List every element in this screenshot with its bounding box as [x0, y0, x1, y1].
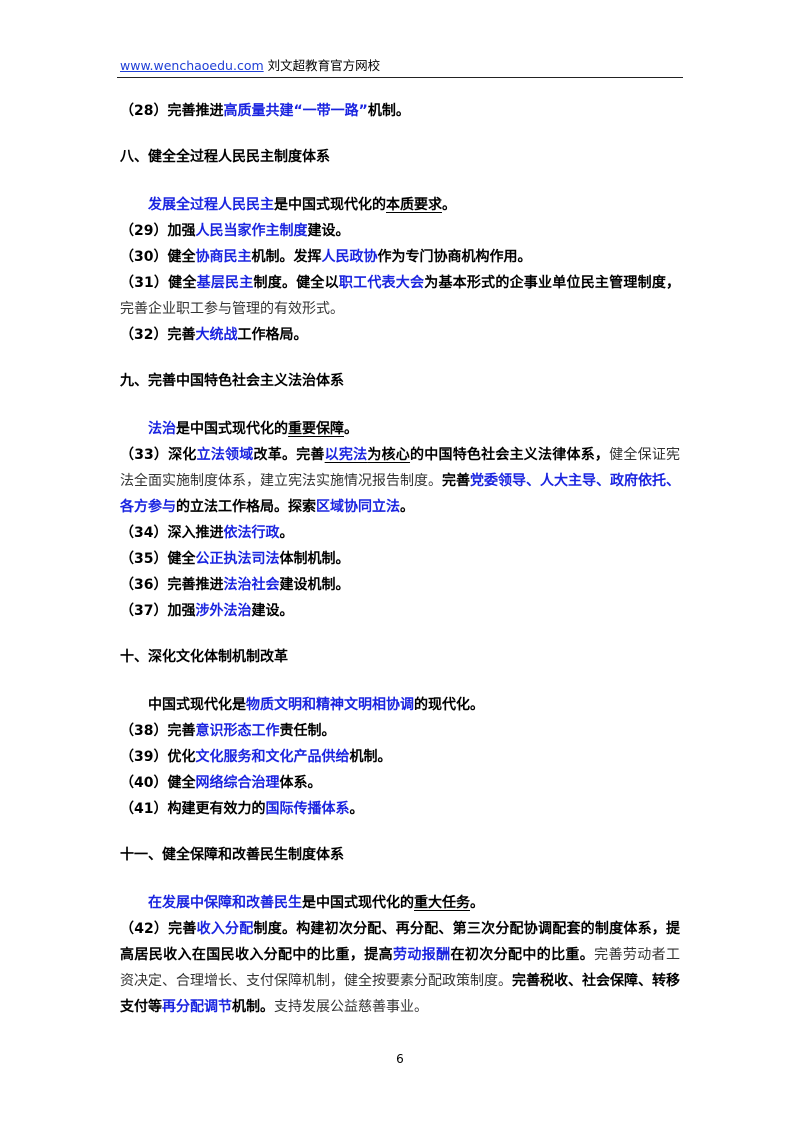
section-9-heading: 九、完善中国特色社会主义法治体系 [120, 373, 344, 389]
item-32: （32）完善大统战工作格局。 [120, 327, 308, 343]
item-39: （39）优化文化服务和文化产品供给机制。 [120, 749, 392, 765]
item-34: （34）深入推进依法行政。 [120, 525, 294, 541]
page-header: www.wenchaoedu.com 刘文超教育官方网校 [120, 57, 380, 75]
item-37: （37）加强涉外法治建设。 [120, 603, 294, 619]
site-link[interactable]: www.wenchaoedu.com [120, 58, 264, 73]
page-number: 6 [396, 1052, 404, 1066]
section-11-intro: 在发展中保障和改善民生是中国式现代化的重大任务。 [148, 895, 484, 911]
item-28: （28）完善推进高质量共建“一带一路”机制。 [120, 103, 410, 119]
item-31-line-1: （31）健全基层民主制度。健全以职工代表大会为基本形式的企事业单位民主管理制度， [120, 275, 681, 291]
section-8-intro: 发展全过程人民民主是中国式现代化的本质要求。 [148, 197, 456, 213]
item-31-line-2: 完善企业职工参与管理的有效形式。 [120, 301, 344, 317]
section-10-heading: 十、深化文化体制机制改革 [120, 649, 288, 665]
item-36: （36）完善推进法治社会建设机制。 [120, 577, 350, 593]
item-42-line-2: 高居民收入在国民收入分配中的比重，提高劳动报酬在初次分配中的比重。完善劳动者工 [120, 947, 681, 963]
item-41: （41）构建更有效力的国际传播体系。 [120, 801, 364, 817]
item-33-line-3: 各方参与的立法工作格局。探索区域协同立法。 [120, 499, 414, 515]
section-9-intro: 法治是中国式现代化的重要保障。 [148, 421, 358, 437]
document-body: （28）完善推进高质量共建“一带一路”机制。 八、健全全过程人民民主制度体系 发… [120, 98, 680, 1020]
item-42-line-4: 支付等再分配调节机制。支持发展公益慈善事业。 [120, 999, 428, 1015]
item-33-line-2: 法全面实施制度体系，建立宪法实施情况报告制度。完善党委领导、人大主导、政府依托、 [120, 473, 680, 489]
item-40: （40）健全网络综合治理体系。 [120, 775, 322, 791]
item-42-line-1: （42）完善收入分配制度。构建初次分配、再分配、第三次分配协调配套的制度体系，提 [120, 921, 681, 937]
item-29: （29）加强人民当家作主制度建设。 [120, 223, 350, 239]
item-35: （35）健全公正执法司法体制机制。 [120, 551, 350, 567]
item-30: （30）健全协商民主机制。发挥人民政协作为专门协商机构作用。 [120, 249, 532, 265]
org-name: 刘文超教育官方网校 [263, 58, 381, 73]
section-11-heading: 十一、健全保障和改善民生制度体系 [120, 847, 344, 863]
header-divider [117, 77, 683, 78]
item-42-line-3: 资决定、合理增长、支付保障机制，健全按要素分配政策制度。完善税收、社会保障、转移 [120, 973, 680, 989]
item-38: （38）完善意识形态工作责任制。 [120, 723, 336, 739]
section-10-intro: 中国式现代化是物质文明和精神文明相协调的现代化。 [148, 697, 484, 713]
item-33-line-1: （33）深化立法领域改革。完善以宪法为核心的中国特色社会主义法律体系，健全保证宪 [120, 447, 681, 463]
section-8-heading: 八、健全全过程人民民主制度体系 [120, 149, 330, 165]
